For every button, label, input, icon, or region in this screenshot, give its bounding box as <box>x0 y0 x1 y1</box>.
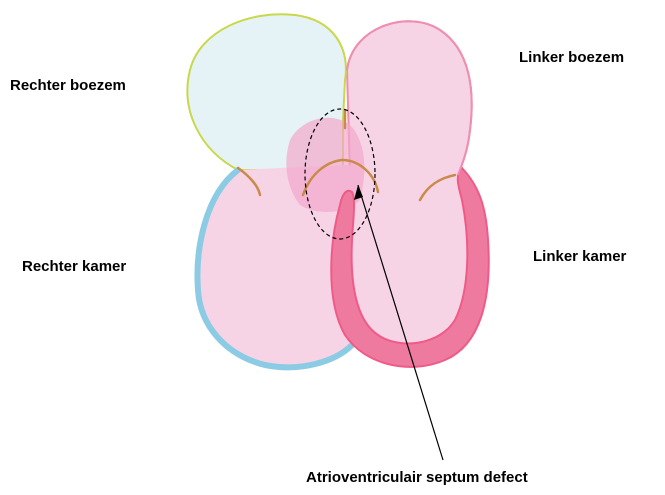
left-atrium-shape <box>347 21 472 175</box>
label-right-ventricle: Rechter kamer <box>22 258 126 276</box>
label-right-atrium: Rechter boezem <box>10 77 126 95</box>
label-left-atrium: Linker boezem <box>519 49 624 67</box>
label-atrioventricular-septum-defect: Atrioventriculair septum defect <box>306 469 528 487</box>
label-left-ventricle: Linker kamer <box>533 248 626 266</box>
